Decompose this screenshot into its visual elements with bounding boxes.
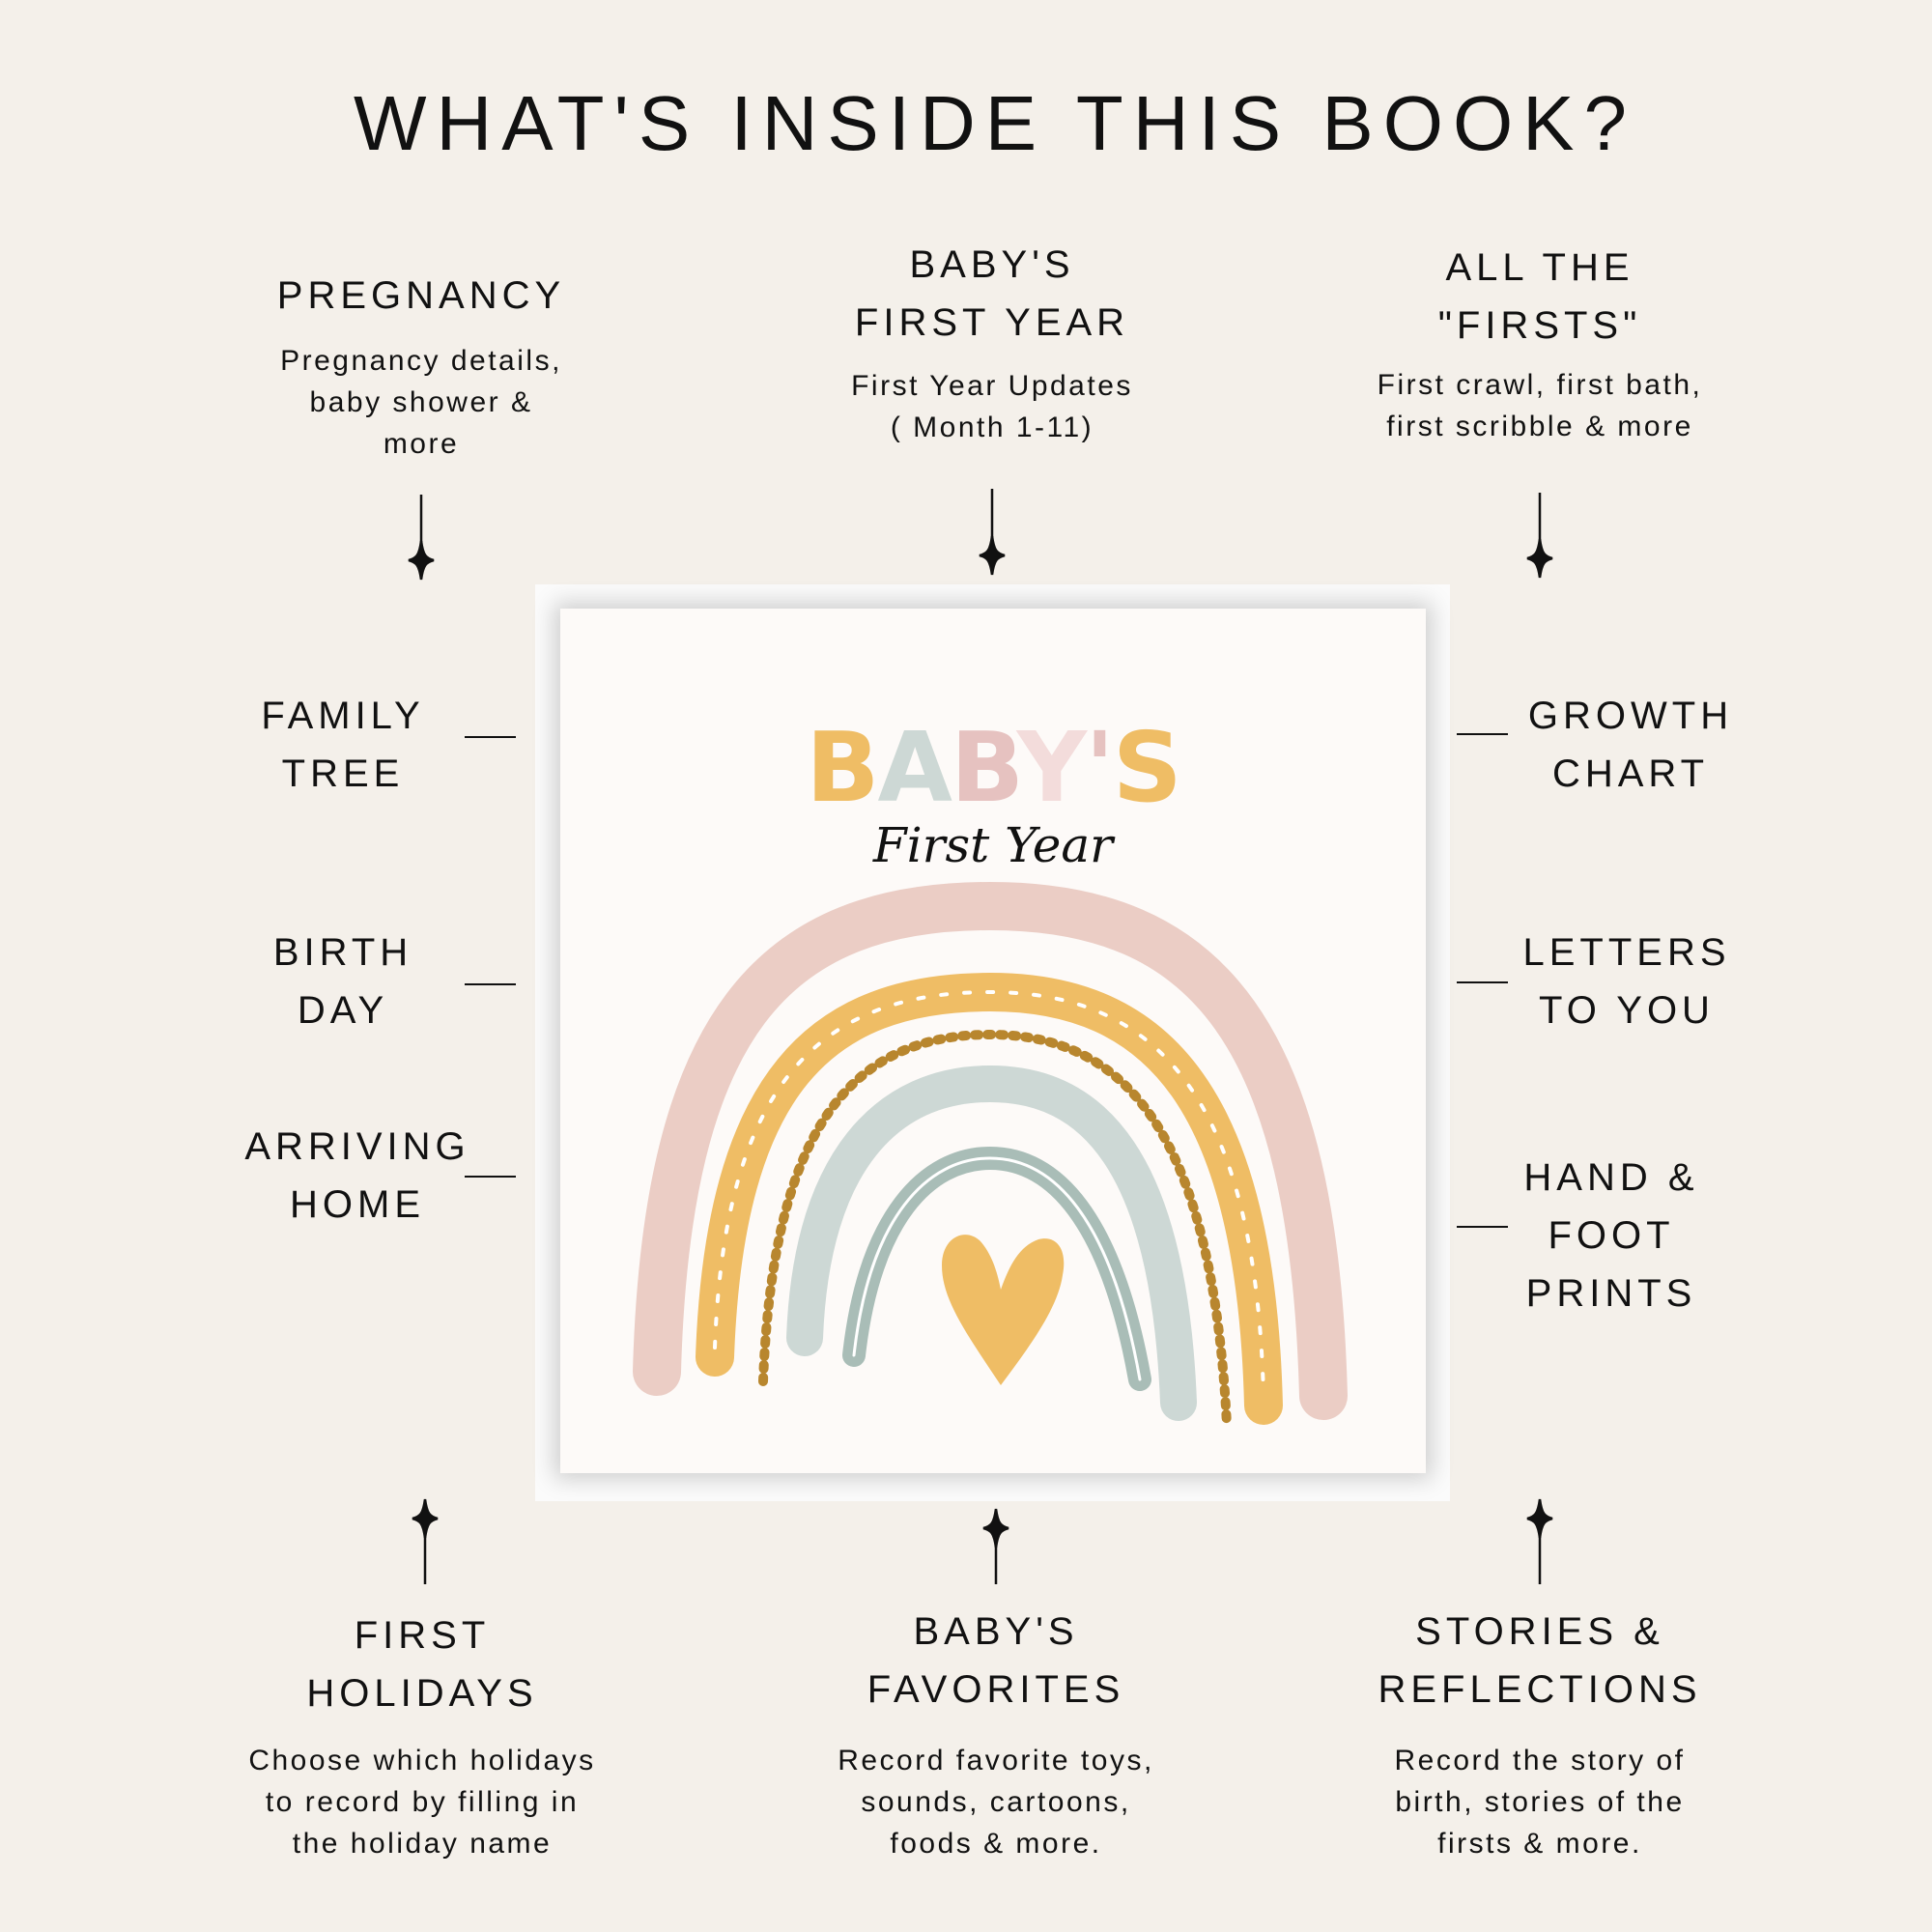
arrow-down-icon [978, 489, 1007, 577]
description: Record favorite toys, sounds, cartoons, … [754, 1740, 1237, 1864]
description: Pregnancy details, baby shower & more [180, 340, 663, 465]
arrow-up-icon [1525, 1497, 1554, 1584]
heading-line: FIRST YEAR [854, 301, 1130, 344]
page-title: WHAT'S INSIDE THIS BOOK? [353, 80, 1637, 166]
description-line: ( Month 1-11) [890, 412, 1094, 443]
heading-line: FAVORITES [867, 1668, 1125, 1711]
description-line: Record favorite toys, [838, 1745, 1154, 1776]
heading-line: TREE [281, 753, 405, 795]
arrow-up-icon [981, 1507, 1010, 1584]
section-pregnancy: PREGNANCY Pregnancy details, baby shower… [180, 267, 663, 465]
section-letters-to-you: LETTERS TO YOU [1385, 923, 1868, 1039]
cover-title-letter: B [806, 711, 879, 824]
description-line: baby shower & [309, 386, 533, 418]
heading-line: ALL THE [1445, 246, 1634, 289]
connector-dash [1457, 981, 1508, 983]
heading-line: FIRST [354, 1614, 491, 1657]
heading-line: PREGNANCY [276, 274, 566, 317]
heading-line: GROWTH [1527, 695, 1734, 737]
heading-line: REFLECTIONS [1378, 1668, 1702, 1711]
description-line: birth, stories of the [1395, 1786, 1685, 1818]
cover-title-letter: ' [1085, 711, 1115, 824]
rainbow-illustration [633, 881, 1348, 1430]
cover-title-text: BABY'S [806, 711, 1182, 824]
description-line: Record the story of [1394, 1745, 1686, 1776]
heading-line: FOOT [1548, 1214, 1675, 1257]
description-line: first scribble & more [1386, 411, 1693, 442]
rainbow-dots-arc [758, 1029, 1232, 1430]
cover-title-letter: B [950, 711, 1019, 824]
rainbow-pink-arc [633, 881, 1348, 1420]
section-arriving-home: ARRIVING HOME [116, 1118, 599, 1234]
cover-title-letter: Y [1016, 711, 1087, 824]
cover-title-letter: A [877, 711, 952, 824]
cover-title-letter: S [1112, 711, 1182, 824]
description-line: firsts & more. [1437, 1828, 1642, 1860]
description: Choose which holidays to record by filli… [181, 1740, 664, 1864]
description: Record the story of birth, stories of th… [1298, 1740, 1781, 1864]
description-line: the holiday name [292, 1828, 553, 1860]
section-family-tree: FAMILY TREE [101, 687, 584, 803]
heading-line: BABY'S [909, 243, 1075, 286]
heading-line: LETTERS [1522, 931, 1731, 974]
description-line: to record by filling in [265, 1786, 580, 1818]
description-line: Choose which holidays [248, 1745, 596, 1776]
cover-subtitle: First Year [872, 817, 1114, 873]
section-hand-foot-prints: HAND & FOOT PRINTS [1370, 1149, 1853, 1322]
description-line: Pregnancy details, [280, 345, 562, 377]
rainbow-loops [713, 989, 1265, 1398]
rainbow-blue-arc [786, 1065, 1197, 1421]
section-stories-reflections: STORIES & REFLECTIONS Record the story o… [1298, 1603, 1781, 1864]
heading-line: FAMILY [261, 695, 425, 737]
cover-title: BABY'S [560, 715, 1426, 821]
arrow-down-icon [407, 495, 436, 582]
heading-line: CHART [1551, 753, 1710, 795]
heading-line: TO YOU [1539, 989, 1715, 1032]
description-line: sounds, cartoons, [861, 1786, 1131, 1818]
arrow-up-icon [411, 1497, 440, 1584]
heading-line: PRINTS [1525, 1272, 1697, 1315]
description-line: foods & more. [890, 1828, 1102, 1860]
section-birth-day: BIRTH DAY [101, 923, 584, 1039]
heading-line: HOME [290, 1183, 425, 1226]
heart-icon [942, 1235, 1065, 1385]
heading-line: BIRTH [272, 931, 413, 974]
section-growth-chart: GROWTH CHART [1389, 687, 1872, 803]
description-line: more [383, 428, 460, 460]
section-babys-first-year: BABY'S FIRST YEAR First Year Updates ( M… [751, 236, 1234, 448]
heading-line: DAY [297, 989, 389, 1032]
heading-line: BABY'S [913, 1610, 1079, 1653]
connector-dash [465, 736, 516, 738]
heading-line: HOLIDAYS [306, 1672, 538, 1715]
description-line: First Year Updates [851, 370, 1133, 402]
description-line: First crawl, first bath, [1377, 369, 1703, 401]
section-all-the-firsts: ALL THE "FIRSTS" First crawl, first bath… [1298, 239, 1781, 447]
connector-dash [1457, 1226, 1508, 1228]
section-babys-favorites: BABY'S FAVORITES Record favorite toys, s… [754, 1603, 1237, 1864]
arrow-down-icon [1525, 493, 1554, 580]
heading-line: "FIRSTS" [1437, 304, 1642, 347]
heading-line: ARRIVING [244, 1125, 470, 1168]
connector-dash [465, 1176, 516, 1178]
description: First Year Updates ( Month 1-11) [751, 365, 1234, 448]
heading-line: HAND & [1523, 1156, 1699, 1199]
description: First crawl, first bath, first scribble … [1298, 364, 1781, 447]
heading-line: STORIES & [1415, 1610, 1664, 1653]
section-first-holidays: FIRST HOLIDAYS Choose which holidays to … [181, 1606, 664, 1864]
connector-dash [465, 983, 516, 985]
connector-dash [1457, 733, 1508, 735]
